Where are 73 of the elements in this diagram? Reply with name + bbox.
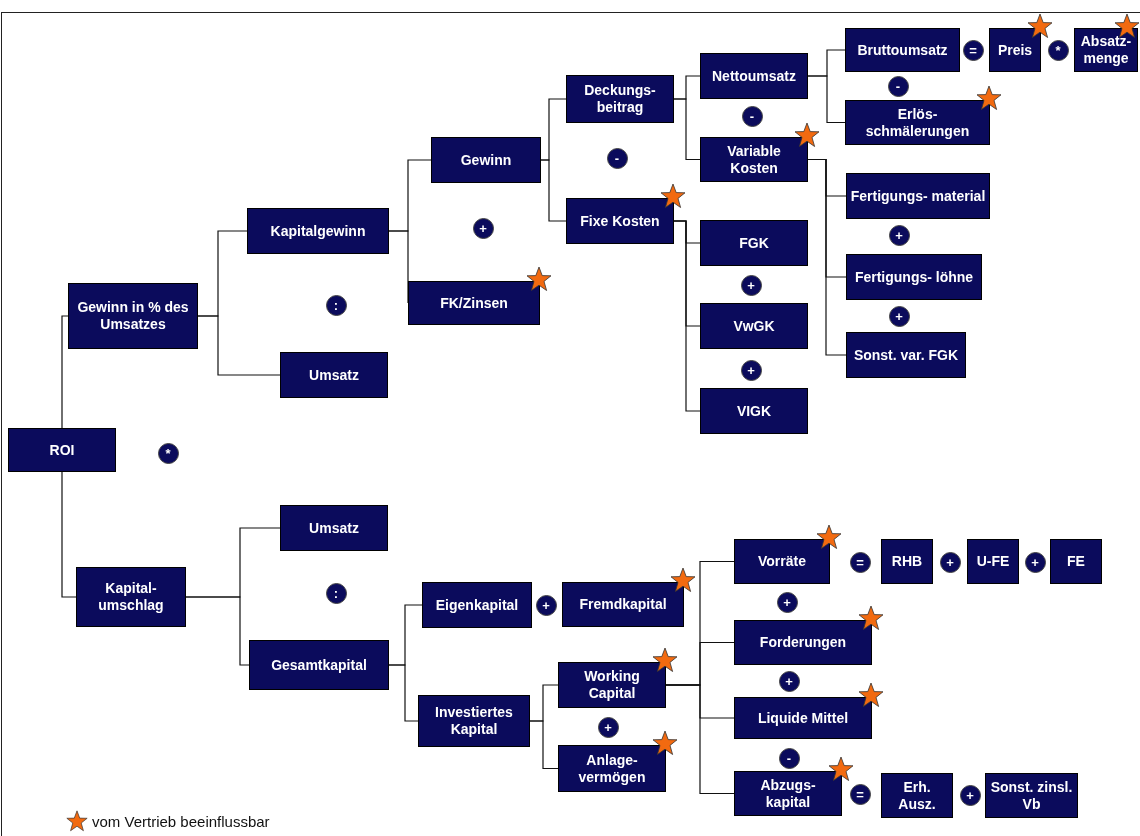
connector-line — [673, 220, 701, 412]
term-box: Liquide Mittel — [734, 697, 872, 739]
connector-line — [185, 596, 250, 666]
operator-circle: + — [959, 784, 981, 806]
term-box: Anlage- vermögen — [558, 745, 666, 792]
term-box: Fertigungs- löhne — [846, 254, 982, 300]
operator-circle: + — [597, 716, 619, 738]
term-box: Nettoumsatz — [700, 53, 808, 99]
operator-circle: + — [939, 551, 961, 573]
operator-circle: + — [888, 224, 910, 246]
connector-line — [807, 75, 846, 124]
term-box: Deckungs- beitrag — [566, 75, 674, 123]
term-box: Preis — [989, 28, 1041, 72]
term-box: Kapital- umschlag — [76, 567, 186, 627]
connector-line — [388, 664, 419, 722]
connector-line — [61, 471, 77, 598]
term-box: Abzugs- kapital — [734, 771, 842, 816]
legend-text: vom Vertrieb beeinflussbar — [92, 812, 270, 830]
term-box: Sonst. var. FGK — [846, 332, 966, 378]
operator-circle: : — [325, 294, 347, 316]
operator-circle: + — [1024, 551, 1046, 573]
term-box: ROI — [8, 428, 116, 472]
connector-line — [807, 158, 847, 356]
term-box: Fremdkapital — [562, 582, 684, 627]
term-box: Investiertes Kapital — [418, 695, 530, 747]
term-box: VwGK — [700, 303, 808, 349]
term-box: Gewinn — [431, 137, 541, 183]
connector-line — [61, 315, 69, 429]
operator-circle: + — [472, 217, 494, 239]
connector-line — [540, 159, 567, 222]
term-box: Kapitalgewinn — [247, 208, 389, 254]
term-box: FGK — [700, 220, 808, 266]
operator-circle: - — [741, 105, 763, 127]
term-box: Forderungen — [734, 620, 872, 665]
term-box: Erlös- schmälerungen — [845, 100, 990, 145]
operator-circle: - — [606, 147, 628, 169]
term-box: Fixe Kosten — [566, 198, 674, 244]
term-box: Working Capital — [558, 662, 666, 708]
term-box: Vorräte — [734, 539, 830, 584]
term-box: FK/Zinsen — [408, 281, 540, 325]
operator-circle: : — [325, 582, 347, 604]
connector-line — [673, 98, 701, 161]
term-box: U-FE — [967, 539, 1019, 584]
operator-circle: - — [887, 75, 909, 97]
term-box: Erh. Ausz. — [881, 773, 953, 818]
operator-circle: - — [778, 747, 800, 769]
operator-circle: + — [740, 274, 762, 296]
term-box: Fertigungs- material — [846, 173, 990, 219]
operator-circle: * — [157, 442, 179, 464]
term-box: Gewinn in % des Umsatzes — [68, 283, 198, 349]
term-box: RHB — [881, 539, 933, 584]
term-box: Gesamtkapital — [249, 640, 389, 690]
term-box: Sonst. zinsl. Vb — [985, 773, 1078, 818]
operator-circle: + — [535, 594, 557, 616]
operator-circle: + — [888, 305, 910, 327]
connector-line — [529, 720, 559, 770]
operator-circle: * — [1047, 39, 1069, 61]
operator-circle: + — [776, 591, 798, 613]
operator-circle: = — [849, 783, 871, 805]
operator-circle: + — [778, 670, 800, 692]
term-box: Umsatz — [280, 352, 388, 398]
connector-line — [197, 315, 281, 376]
operator-circle: + — [740, 359, 762, 381]
term-box: Variable Kosten — [700, 137, 808, 182]
term-box: Absatz- menge — [1074, 28, 1138, 72]
connector-line — [665, 684, 735, 795]
operator-circle: = — [962, 39, 984, 61]
term-box: Eigenkapital — [422, 582, 532, 628]
term-box: Bruttoumsatz — [845, 28, 960, 72]
term-box: Umsatz — [280, 505, 388, 551]
term-box: FE — [1050, 539, 1102, 584]
term-box: VIGK — [700, 388, 808, 434]
operator-circle: = — [849, 551, 871, 573]
